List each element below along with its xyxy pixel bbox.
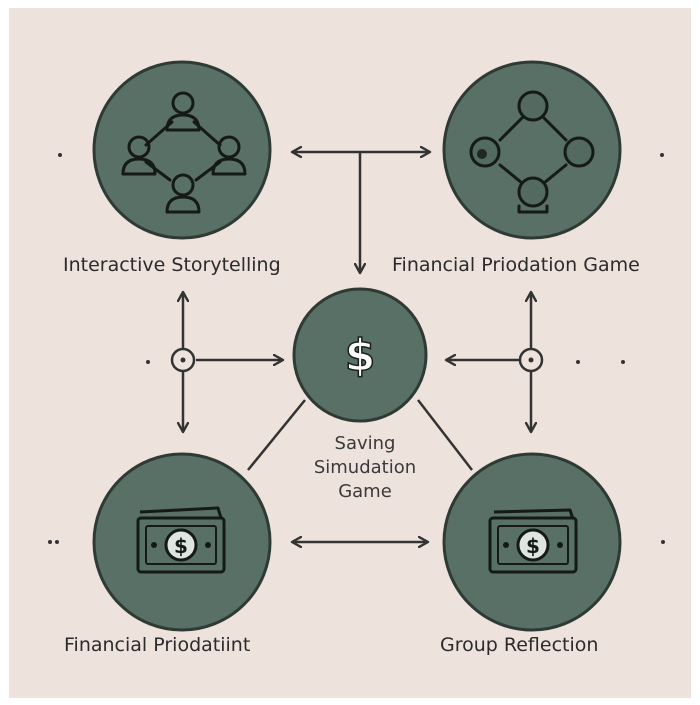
center-label-line-2: Simudation	[313, 457, 417, 478]
node-group-reflection: $	[442, 452, 622, 632]
connector-line-center-bottom-left	[247, 399, 306, 471]
node-label-interactive-storytelling: Interactive Storytelling	[63, 254, 281, 276]
node-financial-priodation-game	[442, 60, 622, 240]
node-label-saving-simulation-game: Saving Simudation Game	[300, 432, 430, 504]
junction-dot-right	[528, 357, 534, 363]
node-label-financial-priodatiint: Financial Priodatiint	[64, 634, 251, 656]
node-interactive-storytelling	[92, 60, 272, 240]
node-label-group-reflection: Group Reflection	[440, 634, 599, 656]
center-label-line-1: Saving	[334, 433, 396, 454]
node-financial-priodatiint: $	[92, 452, 272, 632]
node-label-financial-priodation-game: Financial Priodation Game	[392, 254, 640, 276]
svg-text:$: $	[526, 534, 540, 558]
junction-dot-left	[180, 357, 186, 363]
people-network-icon	[121, 91, 247, 214]
banknote-icon: $	[136, 506, 226, 574]
connector-line-center-bottom-right	[417, 399, 473, 471]
decorative-dots	[48, 153, 665, 544]
people-network-icon	[469, 90, 595, 214]
node-saving-simulation-game: $	[292, 287, 428, 423]
svg-text:$: $	[174, 534, 188, 558]
dollar-coin-icon: $	[344, 329, 376, 382]
svg-text:$: $	[345, 330, 376, 381]
banknote-icon: $	[488, 508, 578, 574]
center-label-line-3: Game	[338, 481, 392, 502]
